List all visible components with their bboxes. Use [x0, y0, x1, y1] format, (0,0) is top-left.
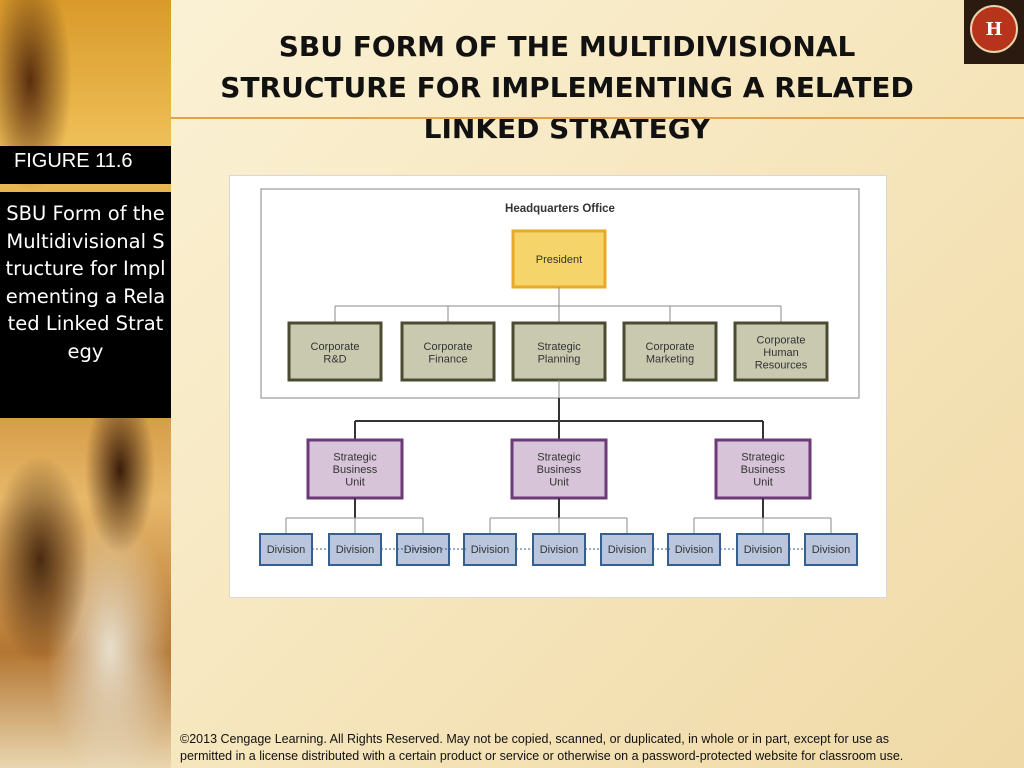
division-label: Division	[540, 544, 579, 556]
sbu-box	[510, 438, 608, 500]
corporate-unit-label: Human	[763, 347, 798, 359]
sbu-label: Unit	[753, 477, 773, 489]
corporate-unit-label: Corporate	[424, 341, 473, 353]
title-line: STRUCTURE FOR IMPLEMENTING A RELATED	[220, 71, 914, 104]
division-label: Division	[744, 544, 783, 556]
division-label: Division	[267, 544, 306, 556]
president-label: President	[536, 254, 582, 266]
corporate-unit-label: Finance	[428, 353, 467, 365]
division-label: Division	[336, 544, 375, 556]
corporate-unit-box	[511, 321, 607, 382]
division-box	[328, 533, 382, 566]
division-label: Division	[404, 544, 443, 556]
division-box	[259, 533, 313, 566]
corporate-unit-label: R&D	[323, 353, 346, 365]
division-box	[667, 533, 721, 566]
division-box	[463, 533, 517, 566]
sbu-label: Strategic	[333, 452, 377, 464]
publisher-logo-icon: H	[964, 0, 1024, 64]
corporate-unit-box	[400, 321, 496, 382]
division-label: Division	[608, 544, 647, 556]
footer-line: permitted in a license distributed with …	[180, 749, 904, 763]
sbu-label: Strategic	[537, 452, 581, 464]
corporate-unit-box	[287, 321, 383, 382]
title-line: SBU FORM OF THE MULTIDIVISIONAL	[278, 30, 856, 63]
sbu-label: Business	[741, 464, 786, 476]
figure-caption: SBU Form of the Multidivisional Structur…	[0, 192, 171, 418]
headquarters-label: Headquarters Office	[505, 203, 615, 215]
sbu-label: Business	[537, 464, 582, 476]
corporate-unit-label: Resources	[755, 360, 808, 372]
copyright-footer: ©2013 Cengage Learning. All Rights Reser…	[180, 731, 1000, 765]
corporate-unit-label: Corporate	[757, 335, 806, 347]
corporate-unit-label: Corporate	[311, 341, 360, 353]
logo-seal-icon: H	[970, 5, 1018, 53]
sbu-label: Unit	[345, 477, 365, 489]
corporate-unit-label: Strategic	[537, 341, 581, 353]
corporate-unit-label: Planning	[538, 353, 581, 365]
corporate-unit-label: Corporate	[646, 341, 695, 353]
corporate-unit-box	[622, 321, 718, 382]
org-chart: Headquarters OfficePresidentCorporateR&D…	[259, 188, 860, 566]
sbu-box	[306, 438, 404, 500]
figure-label: FIGURE 11.6	[0, 146, 171, 184]
division-box	[804, 533, 858, 566]
slide-title: SBU FORM OF THE MULTIDIVISIONAL STRUCTUR…	[180, 26, 954, 149]
division-label: Division	[471, 544, 510, 556]
corporate-unit-label: Marketing	[646, 353, 694, 365]
sbu-label: Unit	[549, 477, 569, 489]
footer-line: ©2013 Cengage Learning. All Rights Reser…	[180, 732, 889, 746]
corporate-unit-box	[733, 321, 829, 382]
division-box	[532, 533, 586, 566]
division-label: Division	[812, 544, 851, 556]
division-label: Division	[675, 544, 714, 556]
sbu-box	[714, 438, 812, 500]
sbu-label: Strategic	[741, 452, 785, 464]
title-divider	[171, 117, 1024, 119]
sbu-label: Business	[333, 464, 378, 476]
title-line: LINKED STRATEGY	[423, 112, 711, 145]
